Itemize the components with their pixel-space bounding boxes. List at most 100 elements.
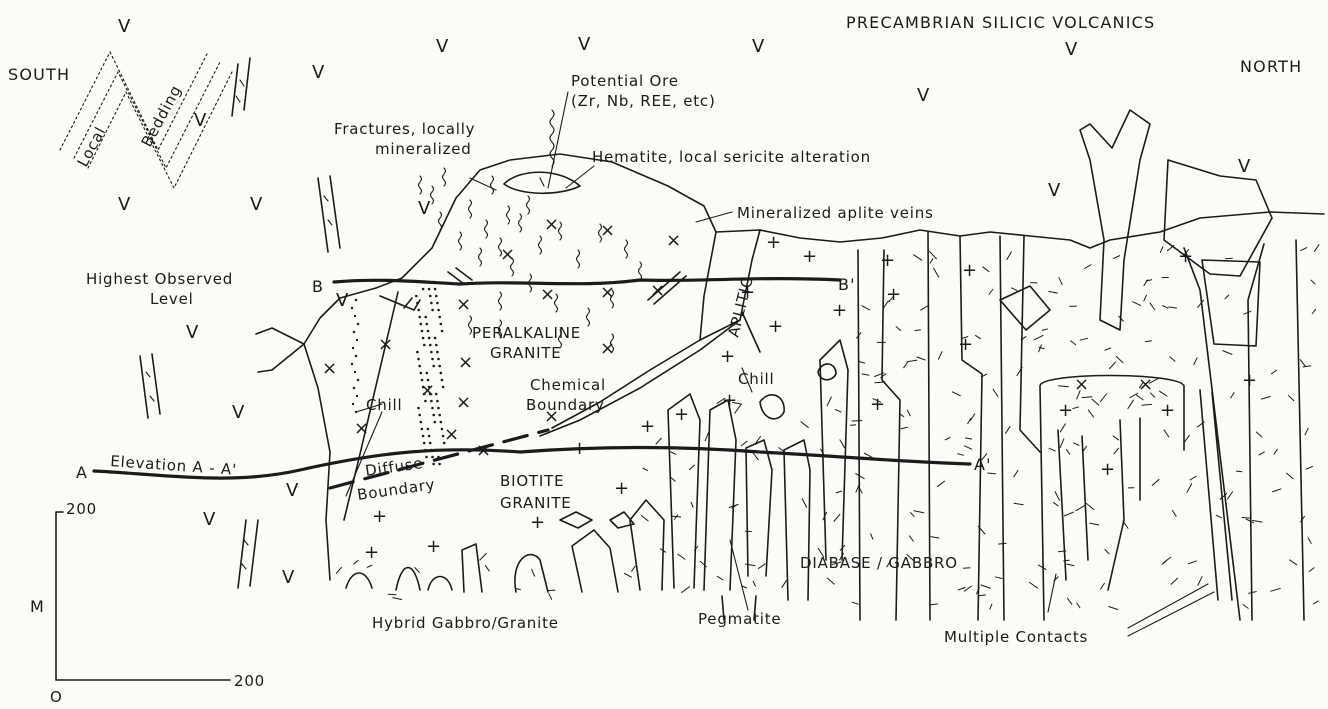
gabbro-tick [1084, 265, 1091, 269]
boundary-dot [429, 344, 432, 347]
gabbro-tick [741, 441, 747, 446]
peralkaline-label: PERALKALINE [472, 324, 581, 342]
gabbro-tick [670, 452, 676, 455]
gabbro-tick [1227, 491, 1233, 499]
granite-plus-symbol: + [1160, 400, 1175, 421]
gabbro-tick [1274, 449, 1278, 455]
svg-text:V: V [1238, 156, 1251, 177]
scale-x-value: 200 [234, 672, 265, 690]
gabbro-tick [1014, 503, 1024, 505]
granite-x-symbol: × [600, 282, 615, 303]
boundary-dot [420, 323, 423, 326]
gabbro-tick [485, 565, 489, 571]
potential-ore-label: Potential Ore [571, 72, 679, 90]
svg-text:V: V [194, 110, 207, 131]
gabbro-tick [354, 560, 359, 564]
granite-plus-symbol: + [768, 316, 783, 337]
boundary-dot [440, 421, 443, 424]
gabbro-tick [929, 251, 937, 259]
gabbro-tick [1172, 510, 1176, 516]
gabbro-tick [1113, 256, 1120, 259]
highest-level-label: Highest Observed [86, 270, 233, 288]
gabbro-tick [979, 595, 986, 596]
gabbro-tick [1089, 523, 1099, 525]
gabbro-tick [965, 438, 972, 439]
granite-x-symbol: × [456, 392, 471, 413]
gabbro-tick [1256, 432, 1262, 437]
gabbro-tick [1225, 258, 1233, 259]
boundary-dot [417, 407, 420, 410]
granite-x-symbol: × [666, 230, 681, 251]
gabbro-tick [643, 468, 648, 471]
gabbro-tick [745, 564, 756, 566]
boundary-dot [418, 414, 421, 417]
gabbro-tick [1230, 392, 1234, 398]
boundary-dot [432, 365, 435, 368]
gabbro-tick [1223, 351, 1233, 355]
gabbro-tick [1308, 538, 1312, 544]
boundary-dot [436, 400, 439, 403]
svg-text:V: V [1065, 39, 1078, 60]
pegmatite-label: Pegmatite [698, 610, 781, 628]
boundary-dot [422, 288, 425, 291]
boundary-dot [436, 302, 439, 305]
svg-text:V: V [436, 36, 449, 57]
gabbro-tick [827, 397, 832, 407]
gabbro-tick [1049, 448, 1056, 451]
gabbro-tick [782, 580, 787, 588]
gabbro-tick [1066, 449, 1070, 454]
gabbro-tick [1169, 307, 1177, 308]
gabbro-tick [367, 565, 373, 568]
svg-text:V: V [118, 194, 131, 215]
boundary-dot [417, 358, 420, 361]
gabbro-tick [1300, 247, 1307, 250]
gabbro-tick [990, 604, 992, 610]
gabbro-tick [717, 576, 723, 580]
gabbro-tick [945, 437, 951, 440]
boundary-dot [351, 307, 353, 309]
gabbro-tick [1086, 503, 1094, 510]
granite-plus-symbol: + [1100, 459, 1115, 480]
gabbro-tick [1011, 288, 1017, 291]
boundary-dot [441, 428, 444, 431]
gabbro-tick [1300, 359, 1306, 366]
boundary-dot [441, 330, 444, 333]
gabbro-tick [1312, 309, 1316, 314]
fracture-mark [459, 232, 462, 250]
boundary-dot [425, 456, 428, 459]
granite-x-symbol: × [600, 220, 615, 241]
gabbro-tick [1252, 520, 1262, 522]
gabbro-tick [1313, 601, 1318, 604]
fracture-mark [577, 250, 580, 268]
gabbro-tick [1225, 295, 1229, 299]
gabbro-tick [631, 566, 635, 572]
boundary-dot [438, 463, 441, 466]
gabbro-tick [1053, 502, 1058, 506]
fracture-mark [479, 248, 482, 266]
gabbro-tick [931, 537, 940, 539]
gabbro-tick [1170, 357, 1176, 362]
gabbro-tick [1070, 341, 1076, 346]
boundary-dot [435, 344, 438, 347]
granite-symbols: ××××××××××××××××××××++++++++++++++++++++… [322, 214, 1257, 563]
boundary-dot [353, 331, 355, 333]
fracture-mark [625, 240, 628, 258]
volcanic-dikes [140, 58, 340, 588]
boundary-dot [428, 288, 431, 291]
aplitic-label: APLITIC [724, 275, 756, 339]
gabbro-tick [1100, 583, 1104, 590]
gabbro-tick [1272, 489, 1281, 492]
boundary-dot [422, 435, 425, 438]
b-left-label: B [312, 277, 324, 296]
gabbro-tick [681, 586, 690, 592]
scale-y-label: M [30, 597, 45, 616]
aplite-veins-label: Mineralized aplite veins [737, 204, 934, 222]
gabbro-tick [896, 326, 901, 330]
hybrid-label: Hybrid Gabbro/Granite [372, 614, 559, 632]
gabbro-tick [1142, 404, 1152, 405]
boundary-dot [434, 421, 437, 424]
gabbro-tick [903, 362, 908, 369]
gabbro-tick [549, 593, 552, 600]
boundary-dot [420, 421, 423, 424]
